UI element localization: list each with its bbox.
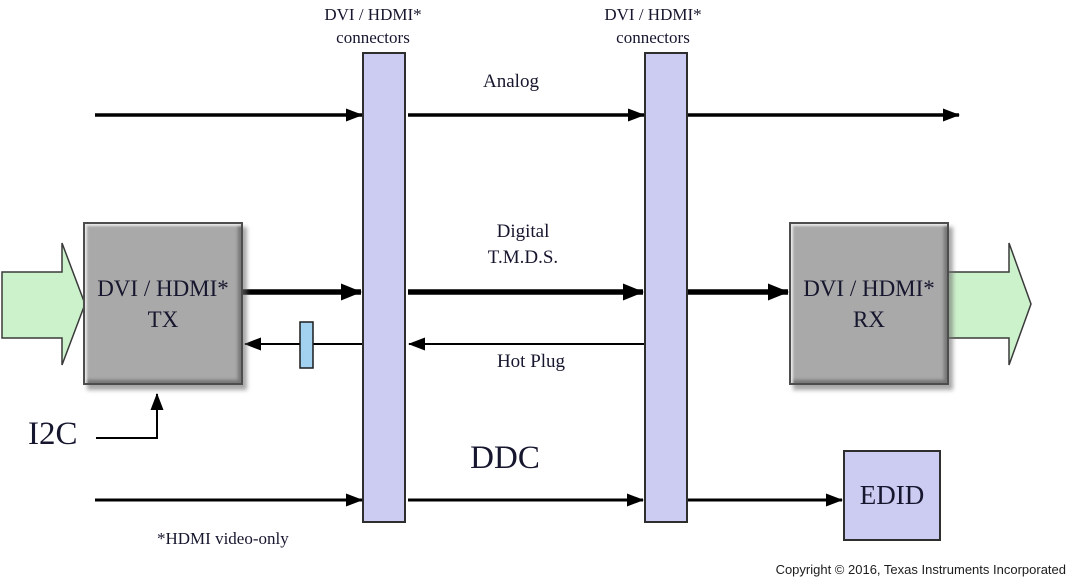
- right-connector-caption: DVI / HDMI* connectors: [563, 3, 743, 49]
- ddc-signal-label: DDC: [470, 440, 540, 476]
- left-connector-caption-line1: DVI / HDMI*: [324, 5, 422, 24]
- rx-block-label-line2: RX: [853, 306, 885, 332]
- tx-block-label-line1: DVI / HDMI*: [97, 275, 229, 301]
- tmds-signal-label: Digital T.M.D.S.: [448, 219, 598, 271]
- i2c-signal-label: I2C: [28, 416, 78, 452]
- right-connector-caption-line1: DVI / HDMI*: [604, 5, 702, 24]
- dvi-hdmi-connector-bar-left: [362, 52, 406, 523]
- i2c-connection-line: [96, 393, 164, 439]
- rx-block-label-line1: DVI / HDMI*: [803, 275, 935, 301]
- copyright-notice: Copyright © 2016, Texas Instruments Inco…: [775, 562, 1066, 577]
- hot-plug-detect-component: [299, 321, 314, 369]
- video-output-flow-arrow: [947, 242, 1032, 366]
- hot-plug-signal-label: Hot Plug: [496, 351, 566, 372]
- edid-block-label: EDID: [859, 480, 925, 510]
- dvi-hdmi-rx-block: DVI / HDMI* RX: [789, 222, 949, 385]
- tmds-signal-label-line1: Digital: [496, 221, 550, 242]
- dvi-hdmi-tx-block: DVI / HDMI* TX: [83, 222, 243, 385]
- left-connector-caption: DVI / HDMI* connectors: [283, 3, 463, 49]
- video-input-flow-arrow: [1, 242, 86, 366]
- hdmi-video-only-footnote: *HDMI video-only: [157, 529, 289, 548]
- left-connector-caption-line2: connectors: [336, 28, 410, 47]
- dvi-hdmi-connector-bar-right: [644, 52, 688, 523]
- tmds-signal-label-line2: T.M.D.S.: [487, 247, 559, 268]
- analog-signal-label: Analog: [483, 71, 539, 92]
- edid-block: EDID: [843, 450, 941, 541]
- tx-block-label-line2: TX: [147, 306, 179, 332]
- right-connector-caption-line2: connectors: [616, 28, 690, 47]
